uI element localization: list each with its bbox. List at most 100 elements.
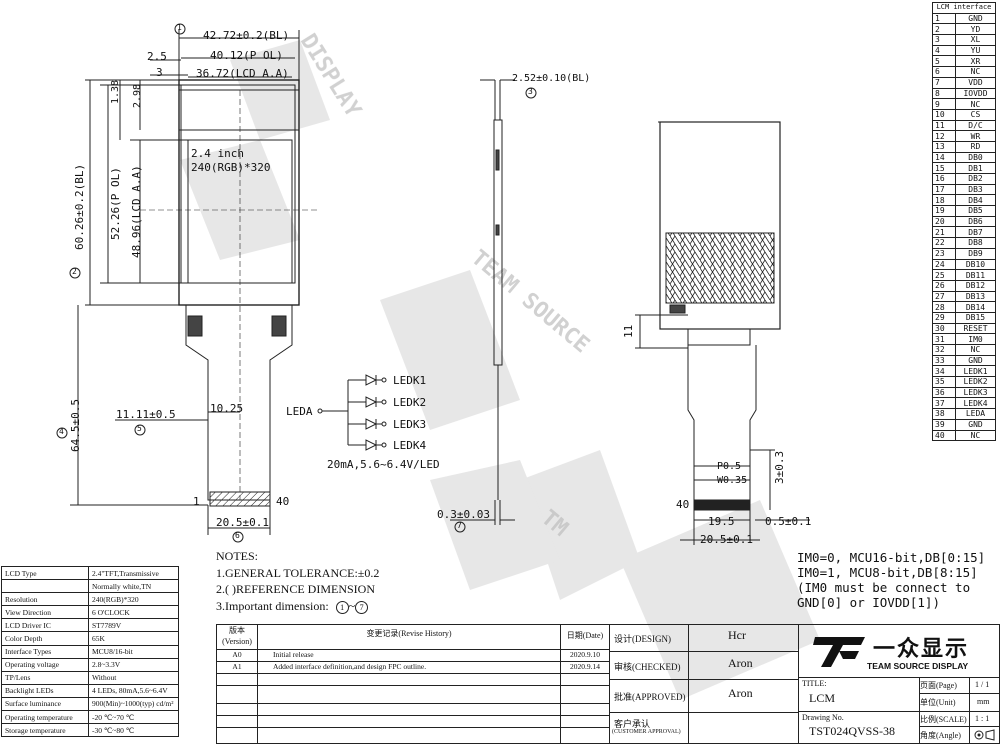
spec-label: LCD Driver IC [1,618,89,633]
pin-number: 17 [932,183,956,196]
pin-number: 26 [932,279,956,292]
approved-label: 批准(APPROVED) [614,692,686,702]
spec-value: 6 O'CLOCK [88,605,179,620]
page-label: 页面(Page) [920,681,957,690]
pin-number: 14 [932,151,956,164]
note-2: 2.( )REFERENCE DIMENSION [216,582,375,596]
spec-value: 65K [88,631,179,646]
pin-number: 20 [932,215,956,228]
title-label: TITLE: [802,679,827,688]
dim-total-height: 64.5±0.5 [69,399,82,452]
customer-label-en: (CUSTOMER APPROVAL) [612,729,681,735]
ledk1-label: LEDK1 [393,374,427,387]
screen-res: 240(RGB)*320 [191,161,271,174]
spec-label [1,579,89,594]
design-name: Hcr [728,628,746,642]
backlight-circuit [317,374,387,451]
pin-number: 28 [932,301,956,313]
ledk2-label: LEDK2 [393,396,427,409]
dim-195: 19.5 [708,515,735,528]
pin-number: 18 [932,194,956,207]
ledk3-label: LEDK3 [393,418,427,431]
pin-signal: LEDK3 [955,386,996,399]
screen-size: 2.4 inch [191,147,244,160]
interface-note-1: IM0=0, MCU16-bit,DB[0:15] [797,550,986,565]
circle-label-4: 4 [59,427,64,436]
revision-empty-row [217,727,609,728]
pin-signal: IM0 [955,333,996,345]
angle-label: 角度(Angle) [920,731,961,740]
pin-signal: DB6 [955,215,996,228]
rev-col-history: 变更记录(Revise History) [258,625,561,650]
spec-row: Storage temperature-30 ℃~80 ℃ [1,723,179,738]
rev-col-version-en: (Version) [222,637,252,646]
pin-number: 27 [932,290,956,303]
pin-signal: LEDK4 [955,397,996,410]
dim-205b: 20.5±0.1 [700,533,753,546]
spec-label: Surface luminance [1,696,89,712]
customer-label: 客户承认 [614,719,651,729]
dim-width-aa: 36.72(LCD A.A) [196,67,289,80]
pin-number: 23 [932,247,956,260]
pin-number: 33 [932,354,956,367]
circle-label-7: 7 [457,521,462,530]
pin-number: 24 [932,258,956,271]
pin-signal: DB8 [955,237,996,249]
pin-signal: DB13 [955,290,996,303]
page-value: 1 / 1 [975,680,990,689]
pin-signal: DB1 [955,162,996,174]
revision-date: 2020.9.10 [570,650,600,659]
pin-number: 13 [932,140,956,153]
dim-3: 3±0.3 [773,450,786,484]
dim-height-bl: 60.26±0.2(BL) [73,163,86,250]
revision-empty-row [217,685,609,686]
pin-signal: LEDK1 [955,365,996,378]
drawing-label: Drawing No. [802,713,844,722]
circle-label-1: 1 [177,23,182,32]
approved-name: Aron [728,686,753,700]
dim-left-25: 2.5 [147,50,167,63]
drawing-value: TST024QVSS-38 [809,724,896,738]
pin-number: 9 [932,98,956,110]
pin-signal: YU [955,44,996,57]
logo-cn: 一众显示 [873,636,970,661]
spec-label: View Direction [1,605,89,620]
pin-number: 12 [932,130,956,142]
pin-number: 29 [932,311,956,324]
circle-label-2: 2 [72,267,77,276]
dim-height-aa: 48.96(LCD A.A) [130,165,143,258]
dim-height-pol: 52.26(P OL) [109,167,122,240]
pin-number: 11 [932,119,956,132]
spec-row: Operating temperature-20 ℃~70 ℃ [1,710,179,725]
title-block: 版本 (Version) 变更记录(Revise History) 日期(Dat… [216,624,1000,744]
pin-number: 5 [932,55,956,68]
spec-value: 2.4"TFT,Transmissive [88,565,179,581]
pin-signal: GND [955,12,996,25]
revision-version: A0 [232,650,242,659]
pin-number: 4 [932,44,956,57]
